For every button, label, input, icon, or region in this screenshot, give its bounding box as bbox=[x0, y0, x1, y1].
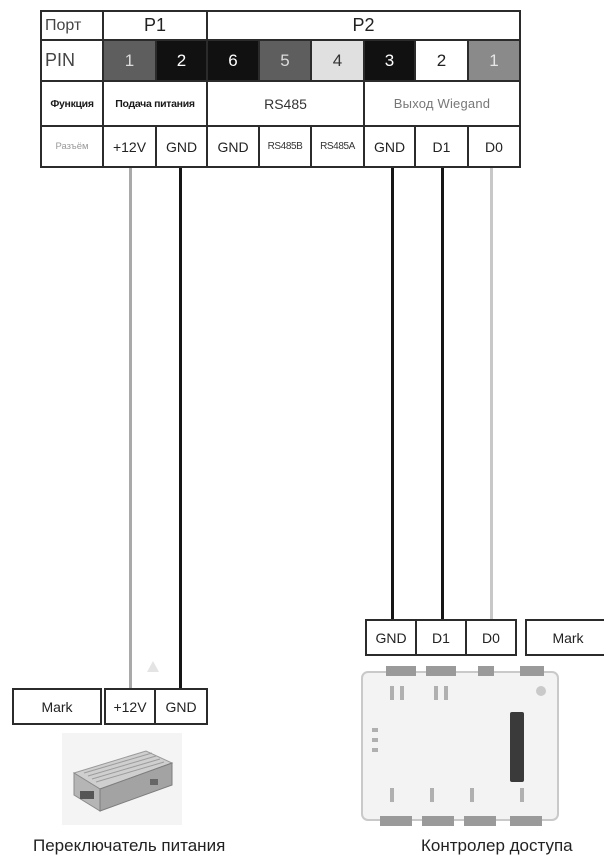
wire-d0 bbox=[490, 168, 493, 621]
pin-cell: 6 bbox=[206, 39, 260, 82]
pin-row-label: PIN bbox=[40, 39, 104, 82]
function-rs485: RS485 bbox=[206, 80, 365, 127]
connector-cell: RS485A bbox=[310, 125, 365, 168]
pin-cell: 2 bbox=[414, 39, 469, 82]
connector-cell: GND bbox=[206, 125, 260, 168]
pin-cell: 2 bbox=[155, 39, 208, 82]
port-p2: P2 bbox=[206, 10, 521, 41]
connector-cell: GND bbox=[155, 125, 208, 168]
power-supply-image bbox=[62, 733, 182, 825]
function-row-label: Функция bbox=[40, 80, 104, 127]
access-controller-image bbox=[361, 666, 559, 826]
port-p1: P1 bbox=[102, 10, 208, 41]
arrow-marker-icon bbox=[147, 661, 159, 672]
connector-cell: D0 bbox=[467, 125, 521, 168]
pin-cell: 1 bbox=[467, 39, 521, 82]
controller-connector-cell: D1 bbox=[415, 619, 467, 656]
pin-cell: 5 bbox=[258, 39, 312, 82]
connector-cell: GND bbox=[363, 125, 416, 168]
wire-gnd-power bbox=[179, 168, 182, 688]
wire-12v bbox=[129, 168, 132, 688]
pin-cell: 3 bbox=[363, 39, 416, 82]
connector-row-label: Разъём bbox=[40, 125, 104, 168]
controller-mark-cell: Mark bbox=[525, 619, 604, 656]
power-connector-cell: +12V bbox=[104, 688, 156, 725]
connector-cell: D1 bbox=[414, 125, 469, 168]
power-supply-caption: Переключатель питания bbox=[33, 836, 226, 855]
power-mark-cell: Mark bbox=[12, 688, 102, 725]
function-wiegand: Выход Wiegand bbox=[363, 80, 521, 127]
power-connector-cell: GND bbox=[154, 688, 208, 725]
port-row-label: Порт bbox=[40, 10, 104, 41]
connector-cell: +12V bbox=[102, 125, 157, 168]
controller-connector-cell: GND bbox=[365, 619, 417, 656]
function-power: Подача питания bbox=[102, 80, 208, 127]
pin-cell: 1 bbox=[102, 39, 157, 82]
connector-cell: RS485B bbox=[258, 125, 312, 168]
wire-d1 bbox=[441, 168, 444, 621]
controller-caption: Контролер доступа bbox=[421, 836, 573, 855]
wire-gnd-controller bbox=[391, 168, 394, 621]
pin-cell: 4 bbox=[310, 39, 365, 82]
controller-connector-cell: D0 bbox=[465, 619, 517, 656]
